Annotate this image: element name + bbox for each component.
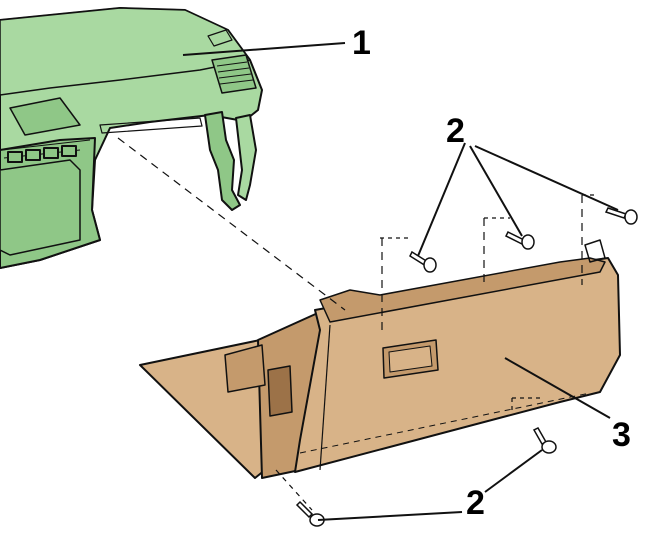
screw-upper-3 xyxy=(604,207,638,225)
screws xyxy=(295,207,638,527)
leader-lines xyxy=(182,42,619,521)
callout-3: 3 xyxy=(612,416,631,454)
screw-upper-2 xyxy=(504,230,535,250)
glovebox xyxy=(139,239,621,479)
screw-lower-2 xyxy=(295,500,325,527)
callout-2-lower: 2 xyxy=(466,484,485,522)
callout-2-upper: 2 xyxy=(446,112,465,150)
dashboard-panel xyxy=(0,7,263,269)
screw-upper-1 xyxy=(409,250,437,273)
callout-1: 1 xyxy=(352,24,371,62)
screw-lower-1 xyxy=(532,427,557,454)
